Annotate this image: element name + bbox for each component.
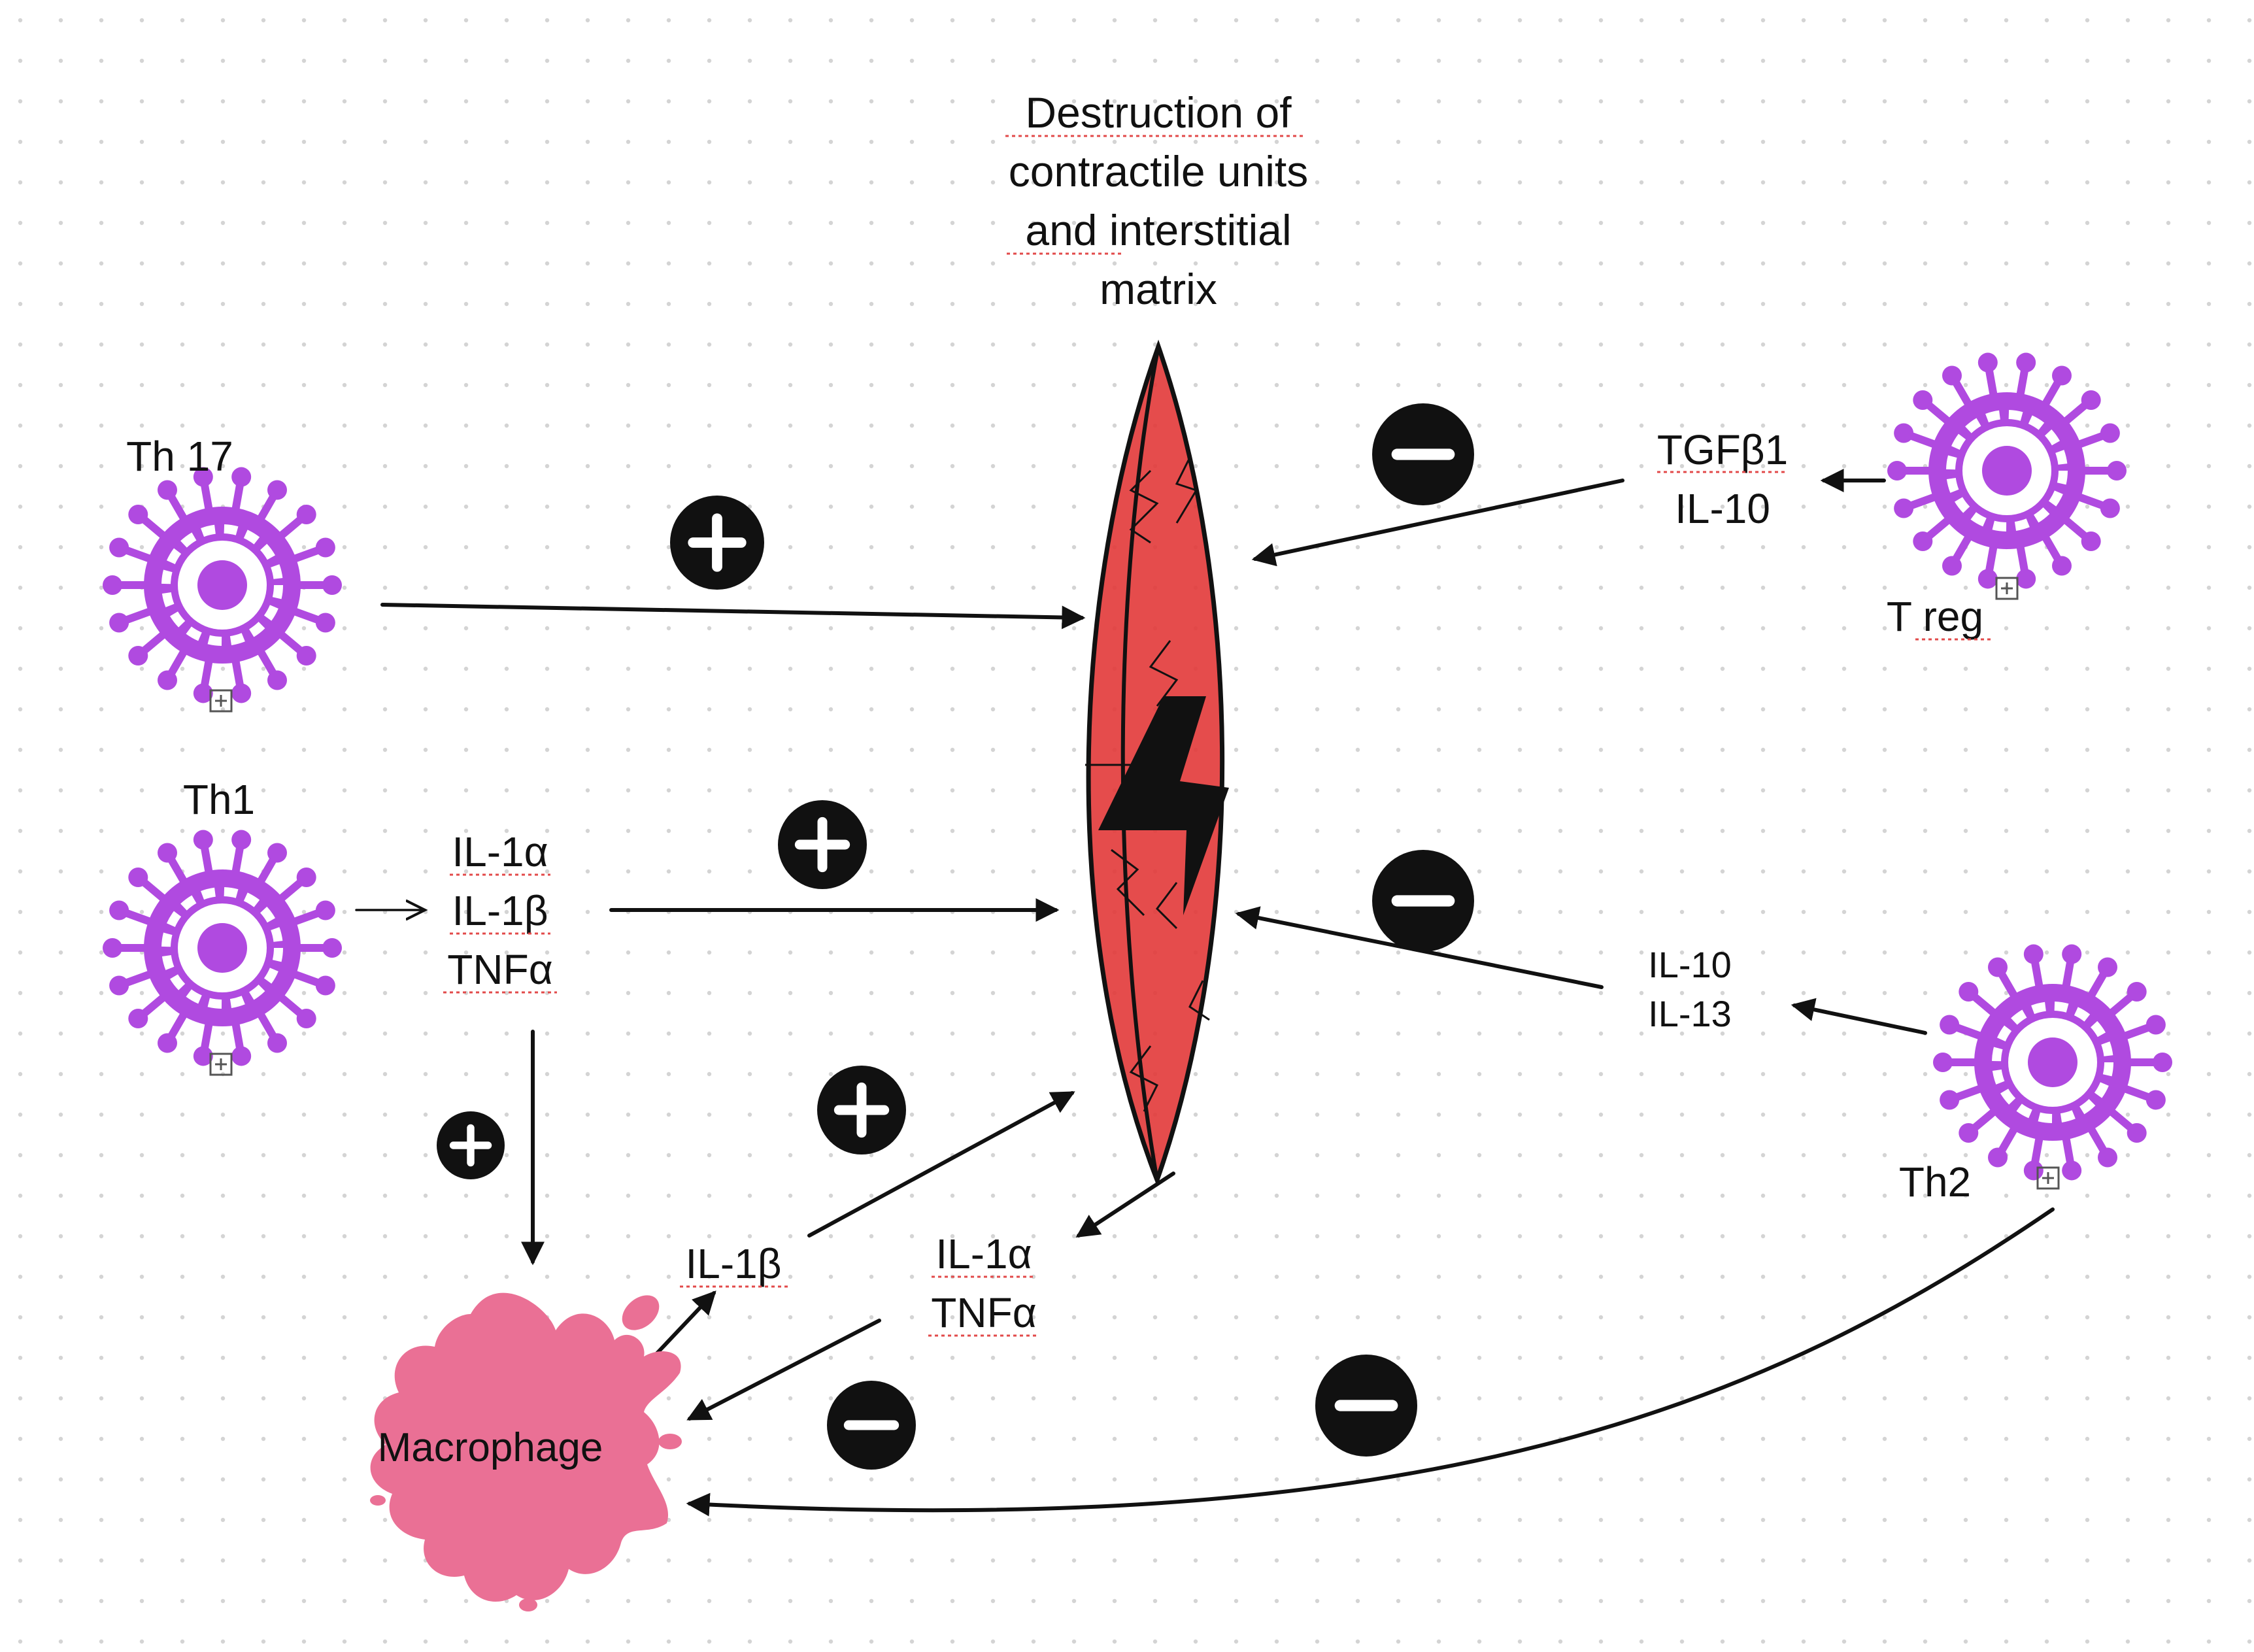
macrophage-blob-icon xyxy=(370,1292,682,1611)
plus-sign-icon xyxy=(778,800,867,889)
arrow-th2-to-macrophage xyxy=(686,1207,2055,1517)
minus-sign-icon xyxy=(1372,850,1474,952)
lightning-bolt-icon xyxy=(1098,696,1229,915)
minus-sign-icon xyxy=(1315,1355,1417,1457)
th2-label: Th2 xyxy=(1899,1158,1971,1205)
expand-box-icon[interactable] xyxy=(209,689,233,713)
expand-box-icon[interactable] xyxy=(209,1053,233,1076)
arrow-fiber-to-il1a-tnfa xyxy=(1075,1172,1175,1238)
cytokine-label: IL-10 xyxy=(1648,944,1732,985)
arrow-tgfb-to-fiber xyxy=(1251,479,1624,567)
arrow-il1b-to-fiber xyxy=(807,1091,1075,1238)
minus-sign-icon xyxy=(1372,403,1474,505)
treg-label: T reg xyxy=(1887,593,1983,640)
th17-label: Th 17 xyxy=(126,433,233,480)
cytokine-label: IL-13 xyxy=(1648,993,1732,1034)
title-line: matrix xyxy=(1100,265,1217,313)
cytokine-label: IL-10 xyxy=(1675,485,1770,532)
arrow-th17-to-fiber xyxy=(380,603,1086,630)
th1-label: Th1 xyxy=(183,776,255,823)
cytokine-label: TNFα xyxy=(931,1289,1036,1336)
cytokine-label: TNFα xyxy=(447,946,552,993)
plus-sign-icon xyxy=(817,1066,906,1155)
expand-box-icon[interactable] xyxy=(2036,1166,2060,1190)
title-line: contractile units xyxy=(1009,147,1309,195)
macrophage-label: Macrophage xyxy=(378,1425,603,1470)
cytokine-label: IL-1α xyxy=(935,1230,1032,1277)
plus-sign-icon xyxy=(437,1111,505,1179)
cytokine-label: TGFβ1 xyxy=(1657,426,1788,473)
plus-sign-icon xyxy=(670,496,764,590)
cytokine-label: IL-1α xyxy=(452,828,548,875)
spellcheck-underlines xyxy=(443,135,1991,1337)
arrow-macrophage-to-il1b xyxy=(655,1290,716,1355)
expand-box-icon[interactable] xyxy=(1995,577,2019,600)
minus-sign-icon xyxy=(827,1381,916,1470)
arrow-th2-to-il10 xyxy=(1791,998,1927,1035)
arrow-il1a-tnfa-to-macrophage xyxy=(686,1319,881,1421)
cytokine-label: IL-1β xyxy=(685,1240,781,1287)
title-line: and interstitial xyxy=(1025,206,1291,254)
title-line: Destruction of xyxy=(1025,88,1292,137)
cytokine-label: IL-1β xyxy=(452,887,548,934)
